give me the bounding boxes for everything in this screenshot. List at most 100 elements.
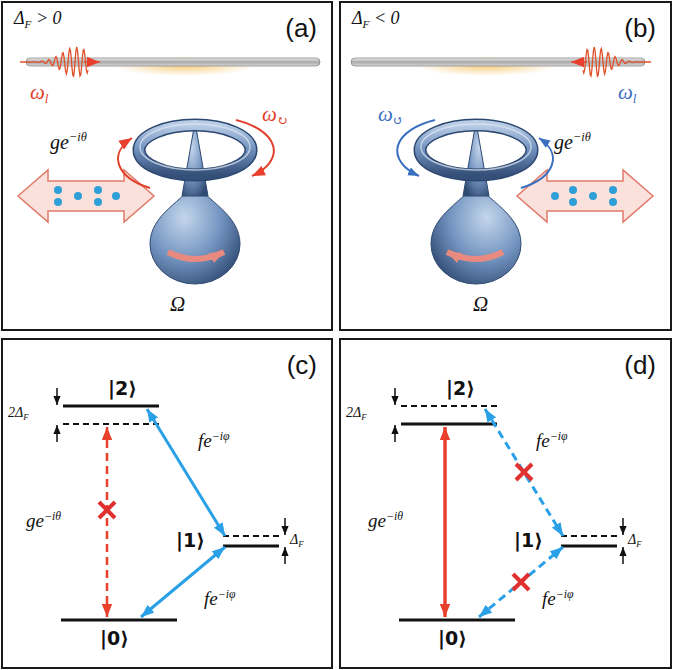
circulation-arrow bbox=[236, 120, 274, 176]
math-label: ω↺ bbox=[378, 102, 404, 129]
math-label: ge−iθ bbox=[368, 510, 403, 532]
panel-letter: (d) bbox=[624, 350, 656, 381]
energy-level bbox=[63, 423, 159, 425]
wave-packet bbox=[20, 47, 88, 76]
transition-arrow bbox=[147, 409, 225, 536]
math-label: fe−iφ bbox=[542, 588, 573, 610]
transition-arrow bbox=[106, 427, 109, 617]
panel-b-illustration bbox=[351, 47, 653, 284]
gap-arrow bbox=[394, 388, 396, 405]
panel-frame: (a) bbox=[1, 1, 333, 331]
math-label: ge−iθ bbox=[554, 130, 591, 154]
math-label: ΔF bbox=[290, 532, 304, 549]
energy-level bbox=[61, 619, 177, 622]
panel-frame: (c) bbox=[1, 338, 333, 669]
gap-arrow bbox=[56, 388, 58, 405]
math-label: ω↻ bbox=[262, 102, 288, 129]
math-label: ΔF bbox=[628, 532, 642, 549]
cone bbox=[463, 122, 489, 196]
blocked-mark bbox=[99, 502, 115, 518]
blocked-mark bbox=[516, 464, 532, 480]
gap-arrow bbox=[284, 518, 286, 535]
circulation-arrow bbox=[118, 138, 150, 188]
optical-fiber bbox=[26, 58, 320, 66]
math-label: fe−iφ bbox=[536, 430, 567, 452]
dot bbox=[609, 198, 617, 206]
dot bbox=[54, 186, 62, 194]
energy-level bbox=[399, 619, 515, 622]
panel-frame: (b) bbox=[339, 1, 672, 331]
math-label: |0⟩ bbox=[100, 628, 129, 650]
math-label: |0⟩ bbox=[438, 628, 467, 650]
math-label: 2ΔF bbox=[346, 405, 367, 422]
dot bbox=[551, 192, 559, 200]
panel-frame: (d) bbox=[339, 338, 672, 669]
transition-arrow bbox=[443, 427, 447, 617]
energy-level bbox=[401, 423, 497, 426]
math-label: ΔF > 0 bbox=[14, 8, 62, 30]
ring-outline bbox=[420, 125, 532, 175]
coupling-arrow bbox=[18, 170, 154, 222]
cone bbox=[182, 122, 208, 196]
coupling-arrow bbox=[517, 170, 653, 222]
rotation-arrow bbox=[447, 252, 503, 259]
gap-arrow bbox=[394, 425, 396, 442]
blocked-mark bbox=[516, 464, 532, 480]
dot bbox=[609, 186, 617, 194]
ring-resonator bbox=[139, 125, 251, 175]
energy-level bbox=[561, 535, 617, 537]
dot bbox=[112, 192, 120, 200]
propagation-arrow bbox=[84, 61, 100, 63]
energy-level bbox=[401, 405, 497, 407]
circulation-arrow bbox=[521, 138, 553, 188]
panel-c-levels bbox=[57, 388, 285, 620]
math-label: ge−iθ bbox=[50, 130, 87, 154]
ring-highlight bbox=[421, 124, 531, 170]
energy-level bbox=[223, 535, 279, 537]
energy-level bbox=[561, 545, 617, 548]
transition-arrow bbox=[485, 409, 563, 536]
ring-highlight bbox=[140, 124, 250, 170]
dot bbox=[589, 192, 597, 200]
energy-level bbox=[223, 545, 279, 548]
panel-letter: (c) bbox=[287, 350, 317, 381]
panel-d-levels bbox=[395, 388, 623, 620]
propagation-arrow bbox=[571, 61, 587, 63]
math-label: Ω bbox=[170, 292, 185, 316]
circulation-arrow bbox=[397, 120, 435, 176]
dot bbox=[94, 198, 102, 206]
panel-letter: (b) bbox=[624, 13, 656, 44]
optical-fiber bbox=[351, 58, 645, 66]
rotation-arrow bbox=[168, 252, 224, 259]
gap-arrow bbox=[622, 547, 624, 564]
dot bbox=[74, 192, 82, 200]
panel-a-illustration bbox=[18, 47, 320, 284]
math-label: ωl bbox=[30, 80, 48, 107]
panel-letter: (a) bbox=[285, 13, 317, 44]
math-label: |2⟩ bbox=[108, 378, 137, 400]
dot bbox=[54, 198, 62, 206]
math-label: Ω bbox=[473, 292, 488, 316]
blocked-mark bbox=[513, 574, 529, 590]
dot bbox=[569, 198, 577, 206]
gap-arrow bbox=[56, 425, 58, 442]
blocked-mark bbox=[99, 502, 115, 518]
ring-outline bbox=[139, 125, 251, 175]
dot bbox=[569, 186, 577, 194]
math-label: fe−iφ bbox=[198, 430, 229, 452]
blocked-mark bbox=[513, 574, 529, 590]
math-label: |2⟩ bbox=[446, 378, 475, 400]
math-label: ge−iθ bbox=[26, 510, 61, 532]
math-label: 2ΔF bbox=[8, 405, 29, 422]
ring-resonator bbox=[420, 125, 532, 175]
spinning-stand bbox=[150, 182, 240, 284]
math-label: |1⟩ bbox=[176, 530, 205, 552]
spinning-stand bbox=[431, 182, 521, 284]
energy-level bbox=[63, 405, 159, 408]
gap-arrow bbox=[622, 518, 624, 535]
math-label: ωl bbox=[618, 80, 636, 107]
math-label: |1⟩ bbox=[514, 530, 543, 552]
dot bbox=[94, 186, 102, 194]
